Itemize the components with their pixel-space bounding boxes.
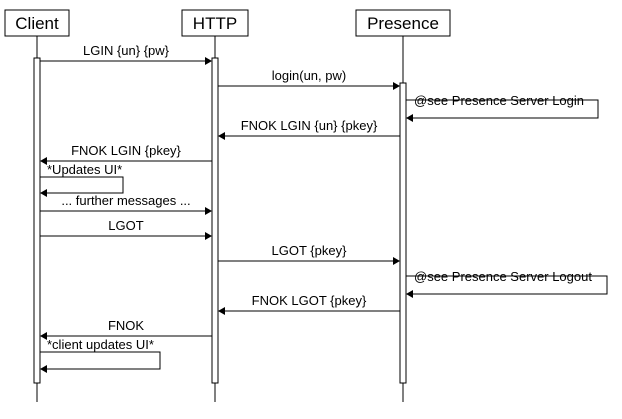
participant-label: Presence (367, 14, 439, 33)
message-label: FNOK LGOT {pkey} (252, 293, 367, 308)
participant-box (4, 9, 70, 37)
message-further-messages: ... further messages ... (40, 193, 212, 215)
message-fnok-lgin-pkey: FNOK LGIN {pkey} (40, 143, 212, 165)
message-lgot-pkey: LGOT {pkey} (218, 243, 400, 265)
message-updates-ui: *Updates UI* (40, 162, 124, 197)
message-label: LGOT (108, 218, 143, 233)
arrowhead-icon (40, 332, 47, 340)
participant-box (181, 9, 249, 37)
participant-label: Client (15, 14, 59, 33)
message-label: *client updates UI* (47, 337, 154, 352)
participant-presence: Presence (355, 9, 451, 37)
arrowhead-icon (218, 307, 225, 315)
message-lgot: LGOT (40, 218, 212, 240)
message-label: @see Presence Server Login (414, 93, 584, 108)
activation-bar-presence (399, 82, 407, 384)
message-line (406, 275, 608, 295)
message-label: login(un, pw) (272, 68, 346, 83)
message-label: LGOT {pkey} (272, 243, 348, 258)
message-label: @see Presence Server Logout (414, 269, 592, 284)
message-fnok-lgin-un-pkey: FNOK LGIN {un} {pkey} (218, 118, 400, 140)
participant-box (355, 9, 451, 37)
message-see-presence-server-login: @see Presence Server Login (406, 93, 599, 122)
message-fnok: FNOK (40, 318, 212, 340)
arrowhead-icon (218, 132, 225, 140)
message-label: FNOK (108, 318, 144, 333)
arrowhead-icon (406, 114, 413, 122)
message-label: LGIN {un} {pw} (83, 43, 170, 58)
message-see-presence-server-logout: @see Presence Server Logout (406, 269, 608, 298)
arrowhead-icon (393, 82, 400, 90)
message-fnok-lgot-pkey: FNOK LGOT {pkey} (218, 293, 400, 315)
activation-bar-client (33, 57, 41, 384)
arrowhead-icon (205, 57, 212, 65)
message-label: ... further messages ... (61, 193, 190, 208)
message-login-un-pw: login(un, pw) (218, 68, 400, 90)
message-label: FNOK LGIN {un} {pkey} (241, 118, 378, 133)
message-line (40, 351, 161, 370)
arrowhead-icon (40, 189, 47, 197)
message-line (406, 99, 599, 119)
arrowhead-icon (393, 257, 400, 265)
message-label: *Updates UI* (47, 162, 122, 177)
message-label: FNOK LGIN {pkey} (71, 143, 181, 158)
message-client-updates-ui: *client updates UI* (40, 337, 161, 373)
arrowhead-icon (40, 157, 47, 165)
activation-bar-http (211, 57, 219, 384)
participant-http: HTTP (181, 9, 249, 37)
arrowhead-icon (40, 365, 47, 373)
arrowhead-icon (205, 232, 212, 240)
message-lgin-un-pw: LGIN {un} {pw} (40, 43, 212, 65)
arrowhead-icon (406, 290, 413, 298)
message-line (40, 176, 124, 194)
arrowhead-icon (205, 207, 212, 215)
participant-client: Client (4, 9, 70, 37)
participant-label: HTTP (193, 14, 237, 33)
